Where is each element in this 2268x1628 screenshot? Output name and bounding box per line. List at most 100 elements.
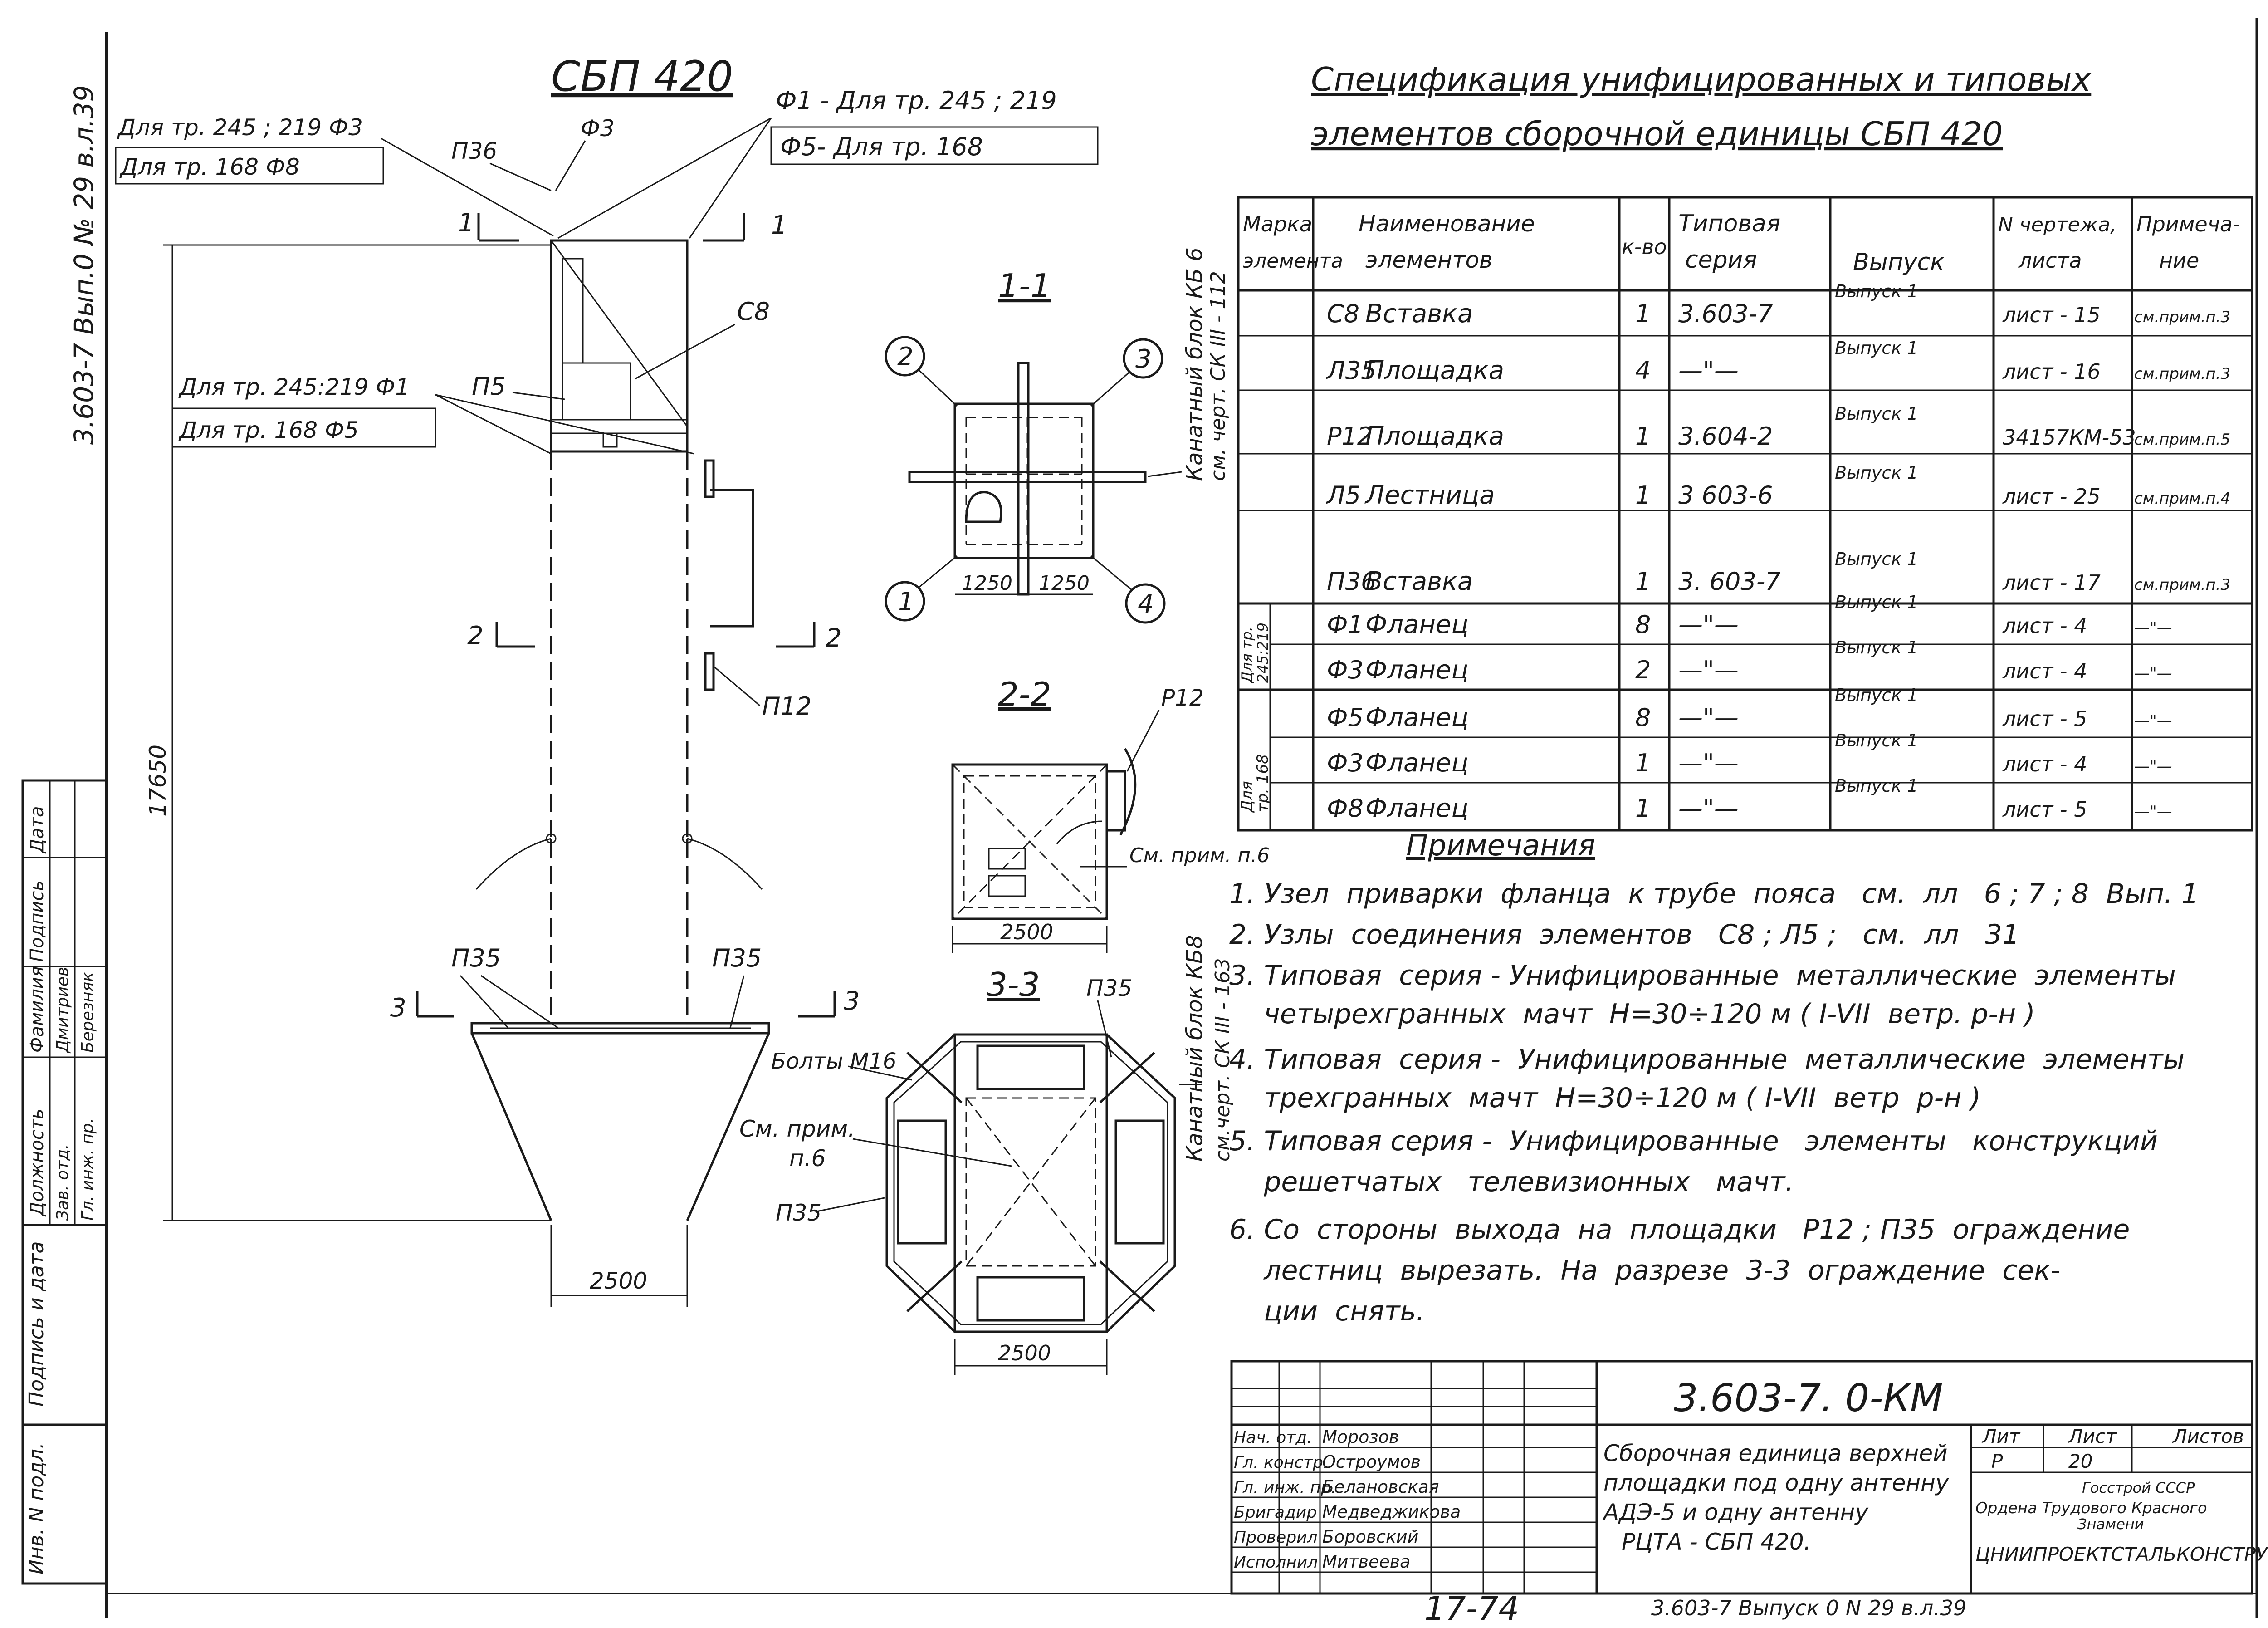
notes-lines: 1. Узел приварки фланца к трубе пояса см… xyxy=(1229,878,2199,1327)
dim-3: 2500 xyxy=(998,1341,1051,1365)
val-lit: Р xyxy=(1991,1450,2003,1472)
kb8-note-1: Канатный блок КБ8 xyxy=(1182,935,1207,1162)
staff-name: Боровский xyxy=(1322,1527,1418,1547)
dim-width: 2500 xyxy=(590,1268,647,1294)
spec-series-cell: 3.604-2 xyxy=(1678,422,1773,451)
spec-note-cell: —"— xyxy=(2134,712,2172,730)
stamp-col-podpis: Подпись xyxy=(27,880,48,962)
label-p5: П5 xyxy=(472,372,506,401)
spec-sheet-cell: лист - 4 xyxy=(2002,659,2087,683)
spec-series-cell: —"— xyxy=(1678,749,1739,777)
spec-issue-cell: Выпуск 1 xyxy=(1835,338,1918,358)
label-note-p6: См. прим. п.6 xyxy=(1129,844,1270,867)
handwritten-number: 17-74 xyxy=(1424,1589,1519,1628)
spec-issue-cell: Выпуск 1 xyxy=(1835,404,1918,424)
spec-series-cell: —"— xyxy=(1678,656,1739,684)
callout-1 xyxy=(885,581,925,622)
label-c8: С8 xyxy=(737,297,770,326)
section-3-title: 3-3 xyxy=(987,966,1040,1004)
kb8-note-2: см.черт. СК III - 163 xyxy=(1211,958,1234,1162)
stamp-inv-num: Инв. N подл. xyxy=(25,1442,48,1574)
note-line: 5. Типовая серия - Унифицированные элеме… xyxy=(1229,1125,2158,1157)
kb6-note-1: Канатный блок КБ 6 xyxy=(1182,247,1207,481)
group-245-2: 245:219 xyxy=(1254,623,1271,683)
stamp-row2-name: Березняк xyxy=(78,972,97,1053)
label-f1-sec: Для тр. 245:219 Ф1 xyxy=(178,374,410,400)
label-f8-for-168: Для тр. 168 Ф8 xyxy=(119,154,300,180)
label-f5-sec: Для тр. 168 Ф5 xyxy=(178,417,359,443)
hdr-series-2: серия xyxy=(1685,246,1757,274)
bottom-code: 3.603-7 Выпуск 0 N 29 в.л.39 xyxy=(1651,1596,1966,1620)
spec-series-cell: 3 603-6 xyxy=(1678,481,1773,510)
section-2-title: 2-2 xyxy=(998,675,1051,713)
spec-issue-cell: Выпуск 1 xyxy=(1835,685,1918,705)
sheet-code-vertical: 3.603-7 Вып.0 № 29 в.л.39 xyxy=(68,85,99,445)
spec-mark-cell: Ф5 xyxy=(1327,703,1364,732)
staff-name: Белановская xyxy=(1322,1477,1439,1497)
label-p36: П36 xyxy=(451,138,497,164)
spec-name-cell: Фланец xyxy=(1365,748,1469,778)
callout-2-text: 2 xyxy=(897,342,914,372)
callout-4-text: 4 xyxy=(1138,589,1154,619)
spec-note-cell: —"— xyxy=(2134,664,2172,682)
left-stamp: Должность Фамилия Подпись Дата Зав. отд.… xyxy=(21,779,108,1585)
staff-role: Проверил xyxy=(1234,1528,1318,1547)
note-line: 2. Узлы соединения элементов С8 ; Л5 ; с… xyxy=(1229,919,2019,951)
label-p12-section: Р12 xyxy=(1161,685,1204,711)
spec-name-cell: Площадка xyxy=(1365,422,1504,451)
stamp-col-familiya: Фамилия xyxy=(27,966,48,1053)
dim-2: 2500 xyxy=(1000,920,1053,944)
spec-name-cell: Фланец xyxy=(1365,610,1469,639)
org-1: Госстрой СССР xyxy=(2082,1479,2195,1496)
staff-name: Остроумов xyxy=(1322,1452,1421,1472)
dim-1-left: 1250 xyxy=(962,572,1012,595)
staff-role: Исполнил xyxy=(1234,1553,1318,1572)
spec-issue-cell: Выпуск 1 xyxy=(1835,281,1918,301)
spec-series-cell: —"— xyxy=(1678,794,1739,823)
hdr-name-2: элементов xyxy=(1365,247,1493,273)
spec-qty-cell: 1 xyxy=(1635,567,1651,596)
org-3: Знамени xyxy=(2077,1515,2144,1533)
group-168-2: тр. 168 xyxy=(1254,754,1272,812)
hdr-qty: к-во xyxy=(1622,235,1667,259)
spec-sheet-cell: лист - 4 xyxy=(2002,752,2087,776)
spec-series-cell: —"— xyxy=(1678,703,1739,732)
section-1-title: 1-1 xyxy=(998,267,1051,305)
note-line: ции снять. xyxy=(1229,1295,1425,1327)
label-p35-left: П35 xyxy=(451,944,501,972)
spec-issue-cell: Выпуск 1 xyxy=(1835,463,1918,483)
staff-name: Медведжикова xyxy=(1322,1502,1461,1522)
notes-title: Примечания xyxy=(1406,829,1595,863)
label-p12: П12 xyxy=(762,692,811,721)
spec-sheet-cell: лист - 5 xyxy=(2002,797,2087,822)
spec-qty-cell: 1 xyxy=(1635,481,1651,510)
hdr-list: Лист xyxy=(2068,1425,2117,1447)
spec-note-cell: см.прим.п.4 xyxy=(2134,490,2230,508)
spec-issue-cell: Выпуск 1 xyxy=(1835,776,1918,796)
hdr-issue: Выпуск xyxy=(1853,249,1945,276)
spec-note-cell: см.прим.п.3 xyxy=(2134,365,2230,383)
spec-qty-cell: 1 xyxy=(1635,422,1651,451)
group-245-1: Для тр. xyxy=(1238,627,1256,684)
note-line: лестниц вырезать. На разрезе 3-3 огражде… xyxy=(1229,1255,2060,1286)
spec-name-cell: Фланец xyxy=(1365,703,1469,732)
cut2-right: 2 xyxy=(826,623,842,653)
group-168-1: Для xyxy=(1238,781,1256,813)
dim-1-right: 1250 xyxy=(1039,572,1090,595)
label-bolts: Болты М16 xyxy=(771,1049,897,1074)
label-p35-s3-top: П35 xyxy=(1086,975,1132,1001)
spec-issue-cell: Выпуск 1 xyxy=(1835,592,1918,612)
stamp-row1-name: Дмитриев xyxy=(54,967,72,1054)
spec-sheet-cell: лист - 25 xyxy=(2002,484,2101,509)
notes: Примечания 1. Узел приварки фланца к тру… xyxy=(1229,829,2199,1327)
spec-name-cell: Фланец xyxy=(1365,794,1469,823)
